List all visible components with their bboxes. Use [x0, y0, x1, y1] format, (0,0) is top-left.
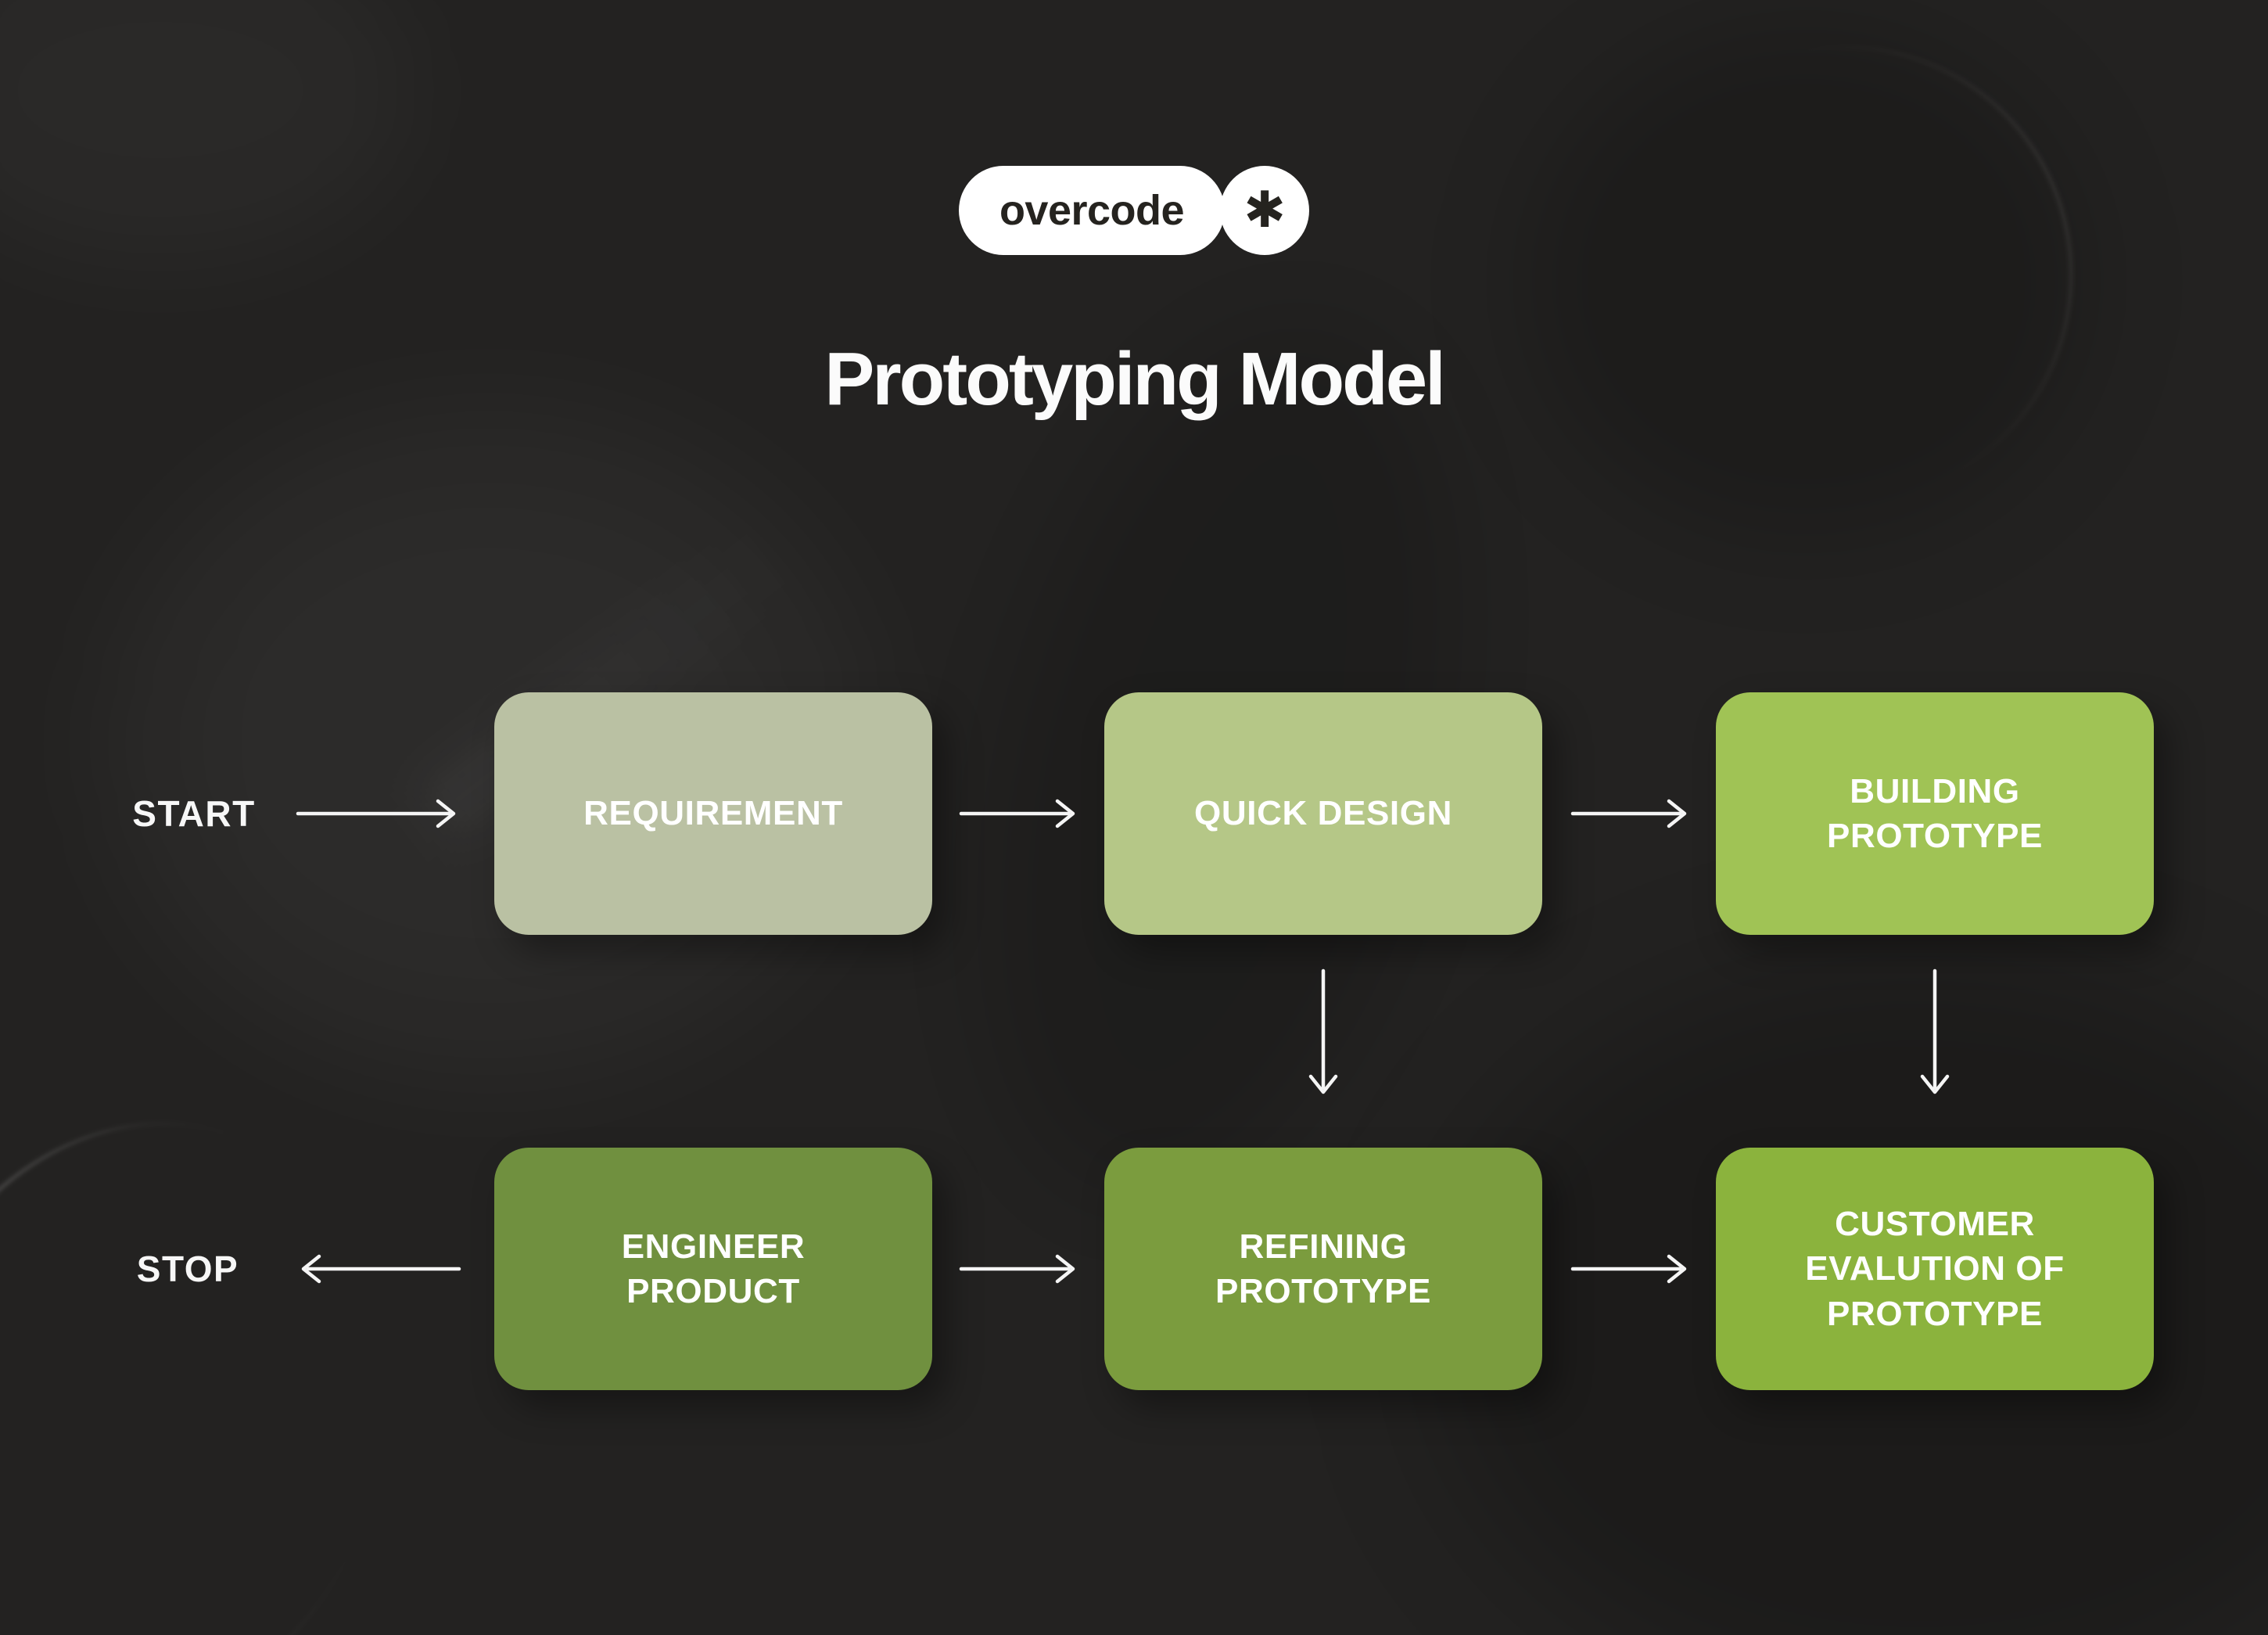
- arrow-engineer-product-to-refining-prototype: [959, 1254, 1075, 1284]
- brand-name: overcode: [999, 187, 1185, 234]
- asterisk-icon: ✱: [1243, 181, 1286, 239]
- arrow-refining-prototype-to-customer-evaluation: [1570, 1254, 1687, 1284]
- flow-box-quick-design: QUICK DESIGN: [1104, 692, 1542, 935]
- flow-box-refining-prototype: REFINING PROTOTYPE: [1104, 1148, 1542, 1390]
- arrow-building-prototype-to-customer-evaluation: [1920, 968, 1950, 1094]
- arrow-start-to-requirement: [296, 799, 456, 828]
- brand-name-pill: overcode: [958, 166, 1226, 255]
- arrow-engineer-product-to-stop: [301, 1254, 461, 1284]
- arrow-requirement-to-quick-design: [959, 799, 1075, 828]
- arrow-quick-design-to-building-prototype: [1570, 799, 1687, 828]
- flow-box-customer-evaluation: CUSTOMER EVALUTION OF PROTOTYPE: [1716, 1148, 2154, 1390]
- brand-asterisk-badge: ✱: [1220, 166, 1310, 255]
- stop-label: STOP: [136, 1249, 239, 1289]
- flow-box-requirement: REQUIREMENT: [494, 692, 932, 935]
- arrow-quick-design-to-refining-prototype: [1308, 968, 1338, 1094]
- background-shape: [1555, 0, 2137, 565]
- flow-box-building-prototype: BUILDING PROTOTYPE: [1716, 692, 2154, 935]
- background-shape: [1525, 23, 2088, 540]
- start-label: START: [132, 793, 256, 834]
- flow-box-engineer-product: ENGINEER PRODUCT: [494, 1148, 932, 1390]
- page-title: Prototyping Model: [824, 337, 1446, 421]
- brand-logo: overcode ✱: [0, 166, 2268, 255]
- background-shape: [0, 1056, 465, 1635]
